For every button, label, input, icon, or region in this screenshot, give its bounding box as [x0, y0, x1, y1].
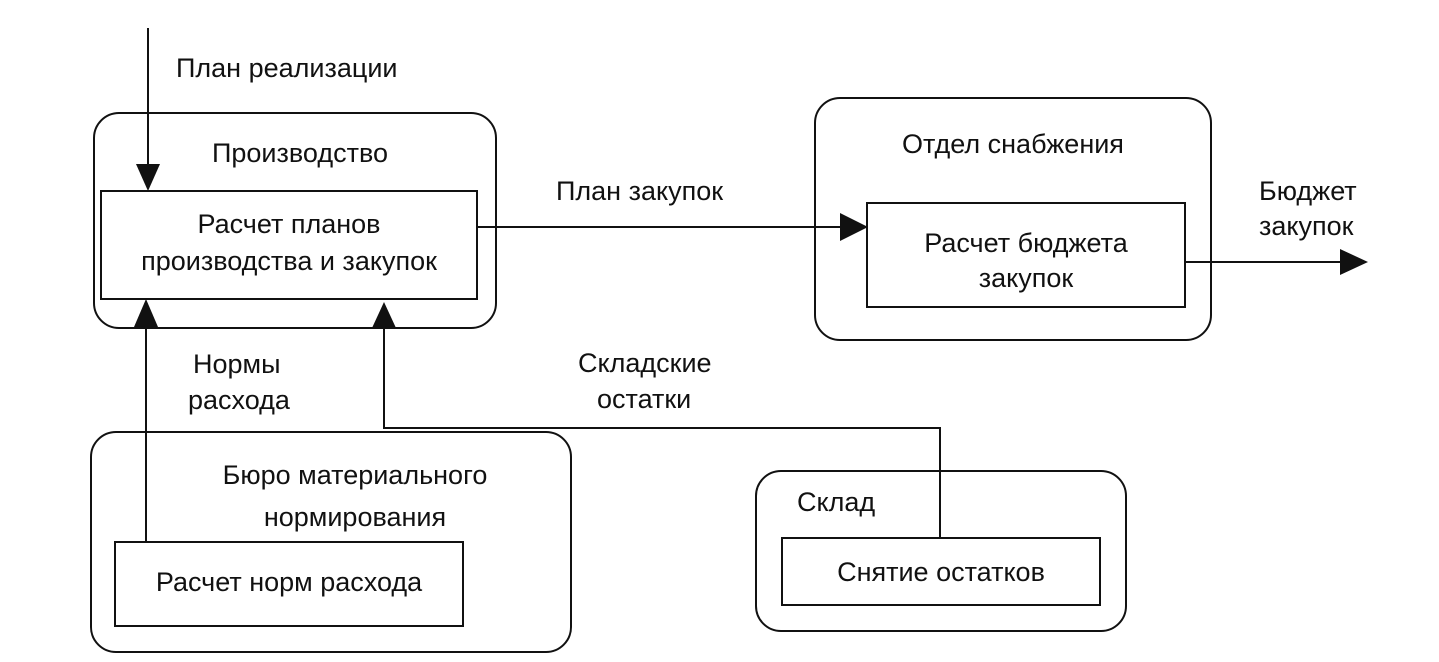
- sales-plan-arrowhead: [136, 164, 160, 191]
- norms-arrowhead: [134, 299, 158, 327]
- consumption-norms-label-line2: расхода: [188, 385, 290, 415]
- warehouse-title: Склад: [797, 487, 876, 517]
- norming-process-box: [114, 541, 464, 627]
- production-process-line2: производства и закупок: [141, 246, 437, 276]
- supply-process-line1: Расчет бюджета: [924, 228, 1128, 258]
- purchase-budget-label-line1: Бюджет: [1259, 176, 1357, 206]
- stock-connector: [383, 326, 941, 541]
- norming-title-line2: нормирования: [263, 502, 447, 532]
- production-title: Производство: [211, 138, 389, 168]
- stock-balances-label-line2: остатки: [597, 384, 692, 414]
- supply-process-box: [866, 202, 1186, 308]
- purchase-plan-arrowhead: [840, 213, 868, 241]
- supply-department-unit: [814, 97, 1212, 341]
- purchase-plan-label: План закупок: [556, 176, 724, 206]
- budget-arrowhead: [1340, 249, 1368, 275]
- supply-process-line2: закупок: [978, 263, 1074, 293]
- stock-arrowhead: [372, 302, 396, 328]
- warehouse-process-label: Снятие остатков: [837, 557, 1045, 587]
- material-norming-bureau-unit: [90, 431, 572, 653]
- consumption-norms-label-line1: Нормы: [193, 349, 281, 379]
- supply-department-title: Отдел снабжения: [902, 129, 1124, 159]
- purchase-budget-label-line2: закупок: [1259, 211, 1354, 241]
- warehouse-process-box: [781, 537, 1101, 606]
- production-process-line1: Расчет планов: [197, 209, 381, 239]
- stock-balances-label-line1: Складские: [578, 348, 712, 378]
- production-process-box: [100, 190, 478, 300]
- sales-plan-label: План реализации: [176, 53, 398, 83]
- norming-process-label: Расчет норм расхода: [155, 567, 423, 597]
- warehouse-unit: [755, 470, 1127, 632]
- norming-title-line1: Бюро материального: [222, 460, 488, 490]
- production-unit: [93, 112, 497, 329]
